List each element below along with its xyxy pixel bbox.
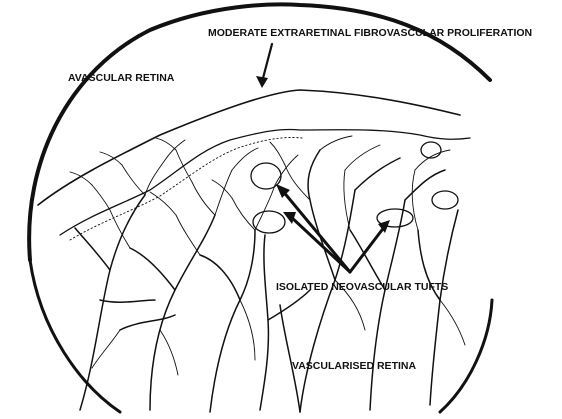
annotation-pointers [256, 44, 390, 272]
tuft-2 [253, 211, 285, 233]
capillary-network [70, 136, 465, 375]
vascularised-retina-label: VASCULARISED RETINA [292, 360, 416, 372]
tuft-5 [421, 142, 441, 158]
tuft-4 [432, 191, 458, 209]
fundus-circle [29, 4, 490, 260]
avascular-retina-label: AVASCULAR RETINA [68, 72, 175, 84]
neovascular-tufts-label: ISOLATED NEOVASCULAR TUFTS [276, 281, 448, 293]
demarcation-ridge [38, 90, 460, 205]
proliferation-arrowhead [256, 76, 268, 88]
proliferation-label: MODERATE EXTRARETINAL FIBROVASCULAR PROL… [208, 27, 532, 39]
proliferation-edge [60, 129, 470, 235]
fundus-circle-right [440, 300, 492, 412]
